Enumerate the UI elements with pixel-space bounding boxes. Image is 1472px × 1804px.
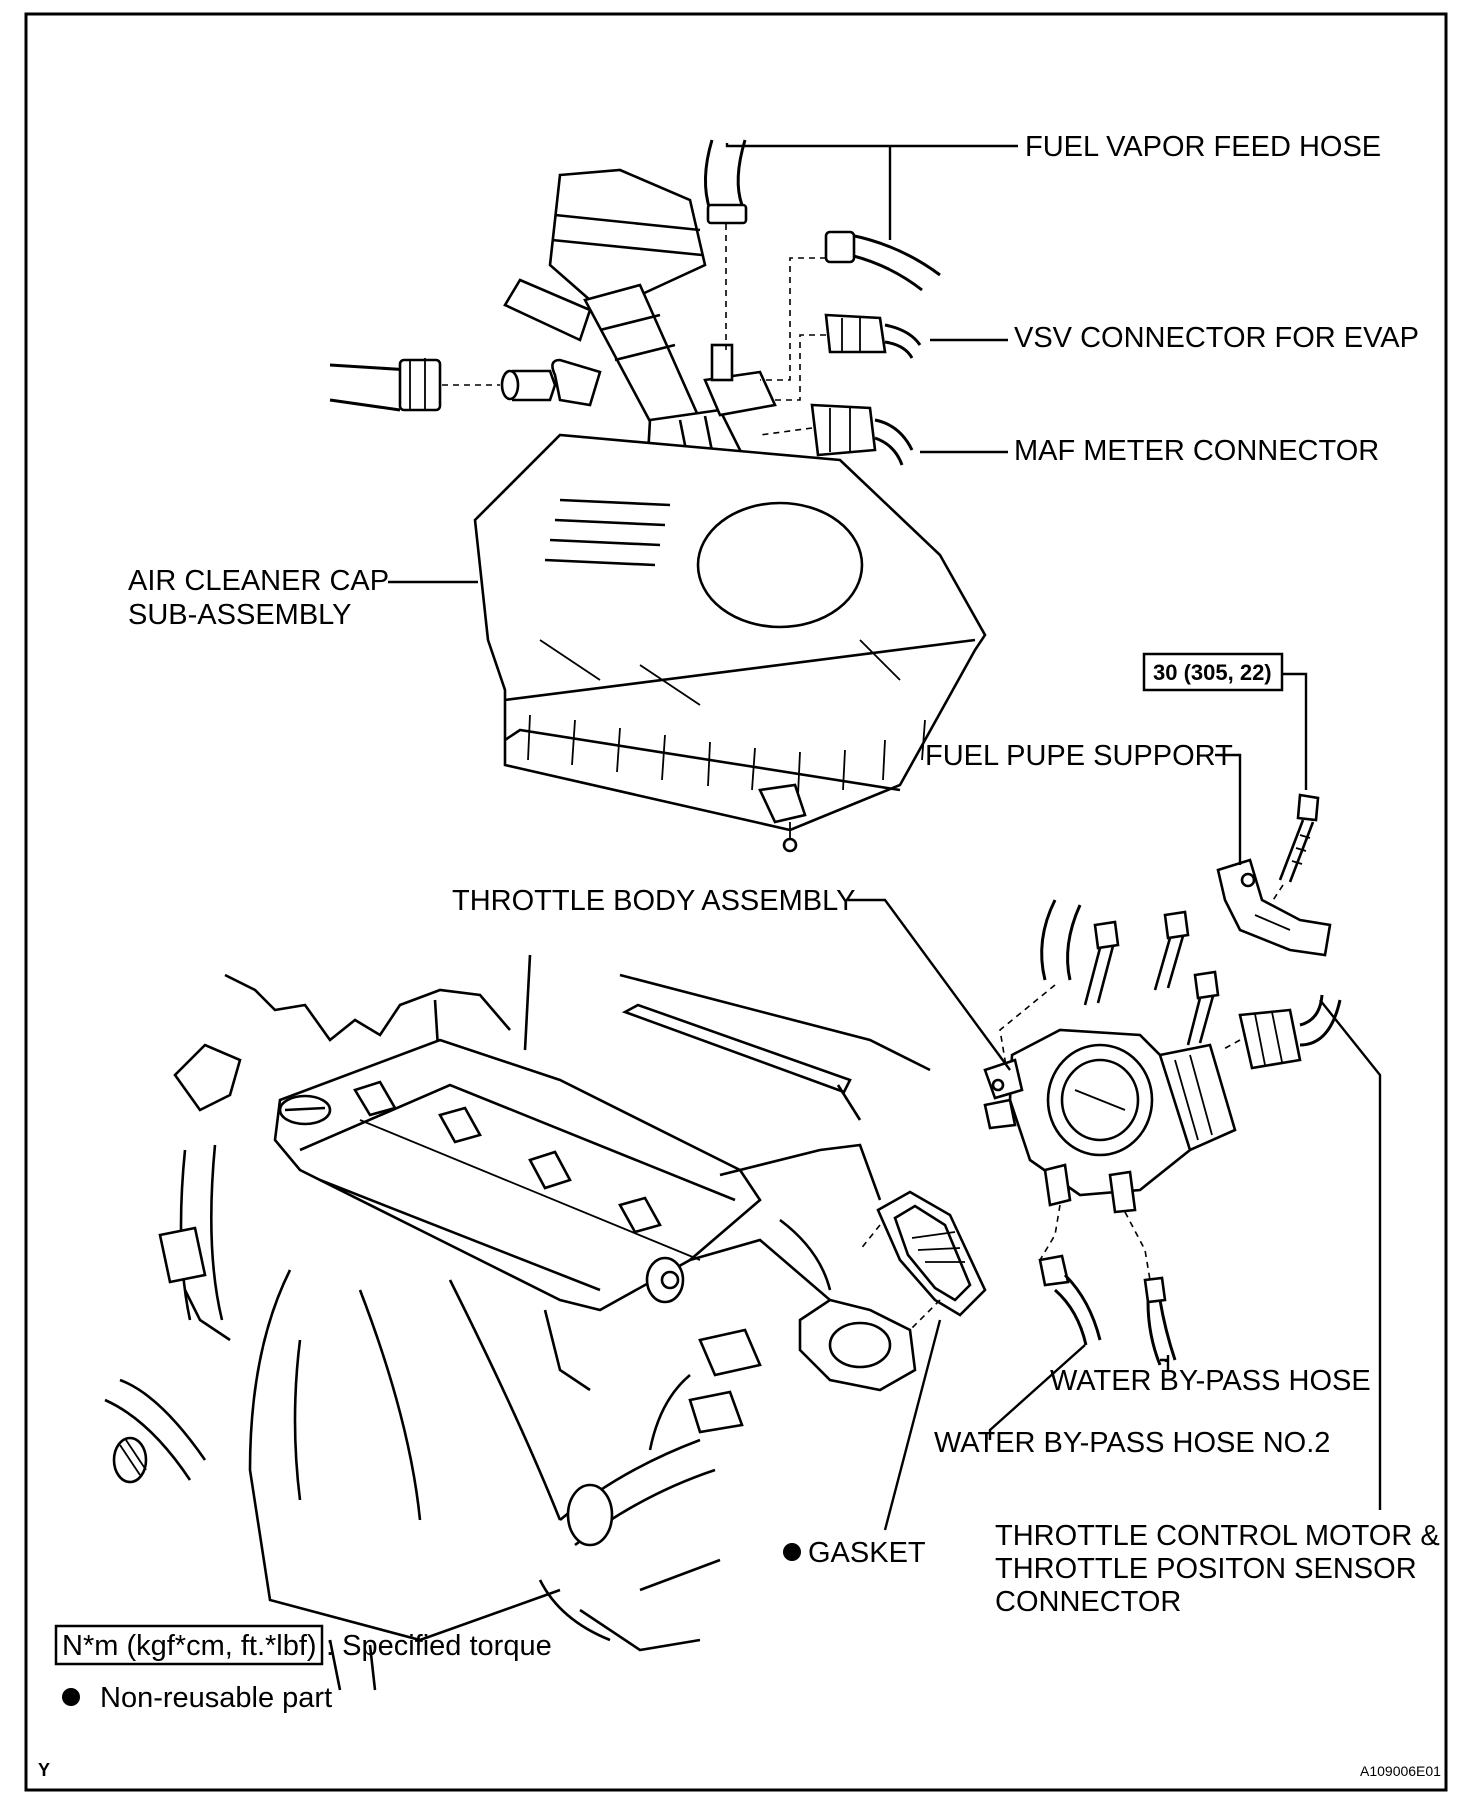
maf-meter-connector-illustration bbox=[759, 403, 914, 466]
legend-torque-desc: : Specified torque bbox=[326, 1630, 552, 1662]
label-air-cleaner-cap: AIR CLEANER CAP bbox=[128, 565, 389, 597]
label-throttle-body-assembly: THROTTLE BODY ASSEMBLY bbox=[452, 885, 855, 917]
label-sub-assembly: SUB-ASSEMBLY bbox=[128, 599, 351, 631]
legend-non-reusable: Non-reusable part bbox=[62, 1682, 332, 1714]
legend-torque-unit: N*m (kgf*cm, ft.*lbf) bbox=[62, 1630, 317, 1662]
fuel-vapor-feed-hose-illustration bbox=[703, 139, 941, 381]
label-vsv-connector-for-evap: VSV CONNECTOR FOR EVAP bbox=[1014, 322, 1419, 354]
leader-gasket bbox=[883, 1319, 942, 1531]
label-throttle-control-motor: THROTTLE CONTROL MOTOR & bbox=[995, 1520, 1440, 1552]
label-fuel-pupe-support: FUEL PUPE SUPPORT bbox=[925, 740, 1233, 772]
label-throttle-position-sensor: THROTTLE POSITON SENSOR bbox=[995, 1553, 1417, 1585]
vsv-connector-illustration bbox=[770, 313, 922, 401]
gasket-illustration bbox=[859, 1190, 987, 1361]
water-bypass-hose-no2-illustration bbox=[1038, 1254, 1102, 1346]
label-maf-meter-connector: MAF METER CONNECTOR bbox=[1014, 435, 1379, 467]
figure-frame bbox=[24, 12, 1448, 1792]
non-reusable-mark bbox=[62, 1688, 80, 1706]
label-water-bypass-hose-no2: WATER BY-PASS HOSE NO.2 bbox=[934, 1427, 1330, 1459]
leader-throttle-body bbox=[848, 898, 1011, 1071]
air-cleaner-cap-illustration bbox=[329, 168, 987, 853]
leader-throttle-motor-connector bbox=[1319, 999, 1382, 1510]
label-gasket: GASKET bbox=[808, 1537, 926, 1569]
throttle-motor-connector-illustration bbox=[1221, 994, 1342, 1070]
leader-fuel-pupe-support bbox=[1215, 753, 1242, 865]
engine-illustration bbox=[104, 954, 931, 1691]
water-bypass-hose-illustration bbox=[1143, 1276, 1177, 1366]
throttle-body-illustration bbox=[983, 899, 1237, 1281]
label-fuel-vapor-feed-hose: FUEL VAPOR FEED HOSE bbox=[1025, 131, 1381, 163]
support-bolt-illustration bbox=[1259, 793, 1320, 921]
label-connector: CONNECTOR bbox=[995, 1586, 1181, 1618]
torque-value: 30 (305, 22) bbox=[1153, 660, 1272, 685]
figure-code: A109006E01 bbox=[1360, 1763, 1441, 1779]
legend-non-reusable-desc: Non-reusable part bbox=[100, 1682, 332, 1714]
label-water-bypass-hose: WATER BY-PASS HOSE bbox=[1050, 1365, 1371, 1397]
corner-mark: Y bbox=[38, 1760, 50, 1780]
non-reusable-mark-gasket bbox=[783, 1543, 801, 1561]
legend-torque: N*m (kgf*cm, ft.*lbf) : Specified torque bbox=[54, 1624, 552, 1666]
torque-spec-box: 30 (305, 22) bbox=[1142, 652, 1308, 790]
leader-water-bypass-hose-b bbox=[1160, 1358, 1168, 1362]
leader-lines-top bbox=[388, 143, 1018, 584]
fuel-pipe-support-illustration bbox=[1216, 858, 1332, 957]
leader-water-bypass-hose-no2 bbox=[988, 1344, 1086, 1440]
